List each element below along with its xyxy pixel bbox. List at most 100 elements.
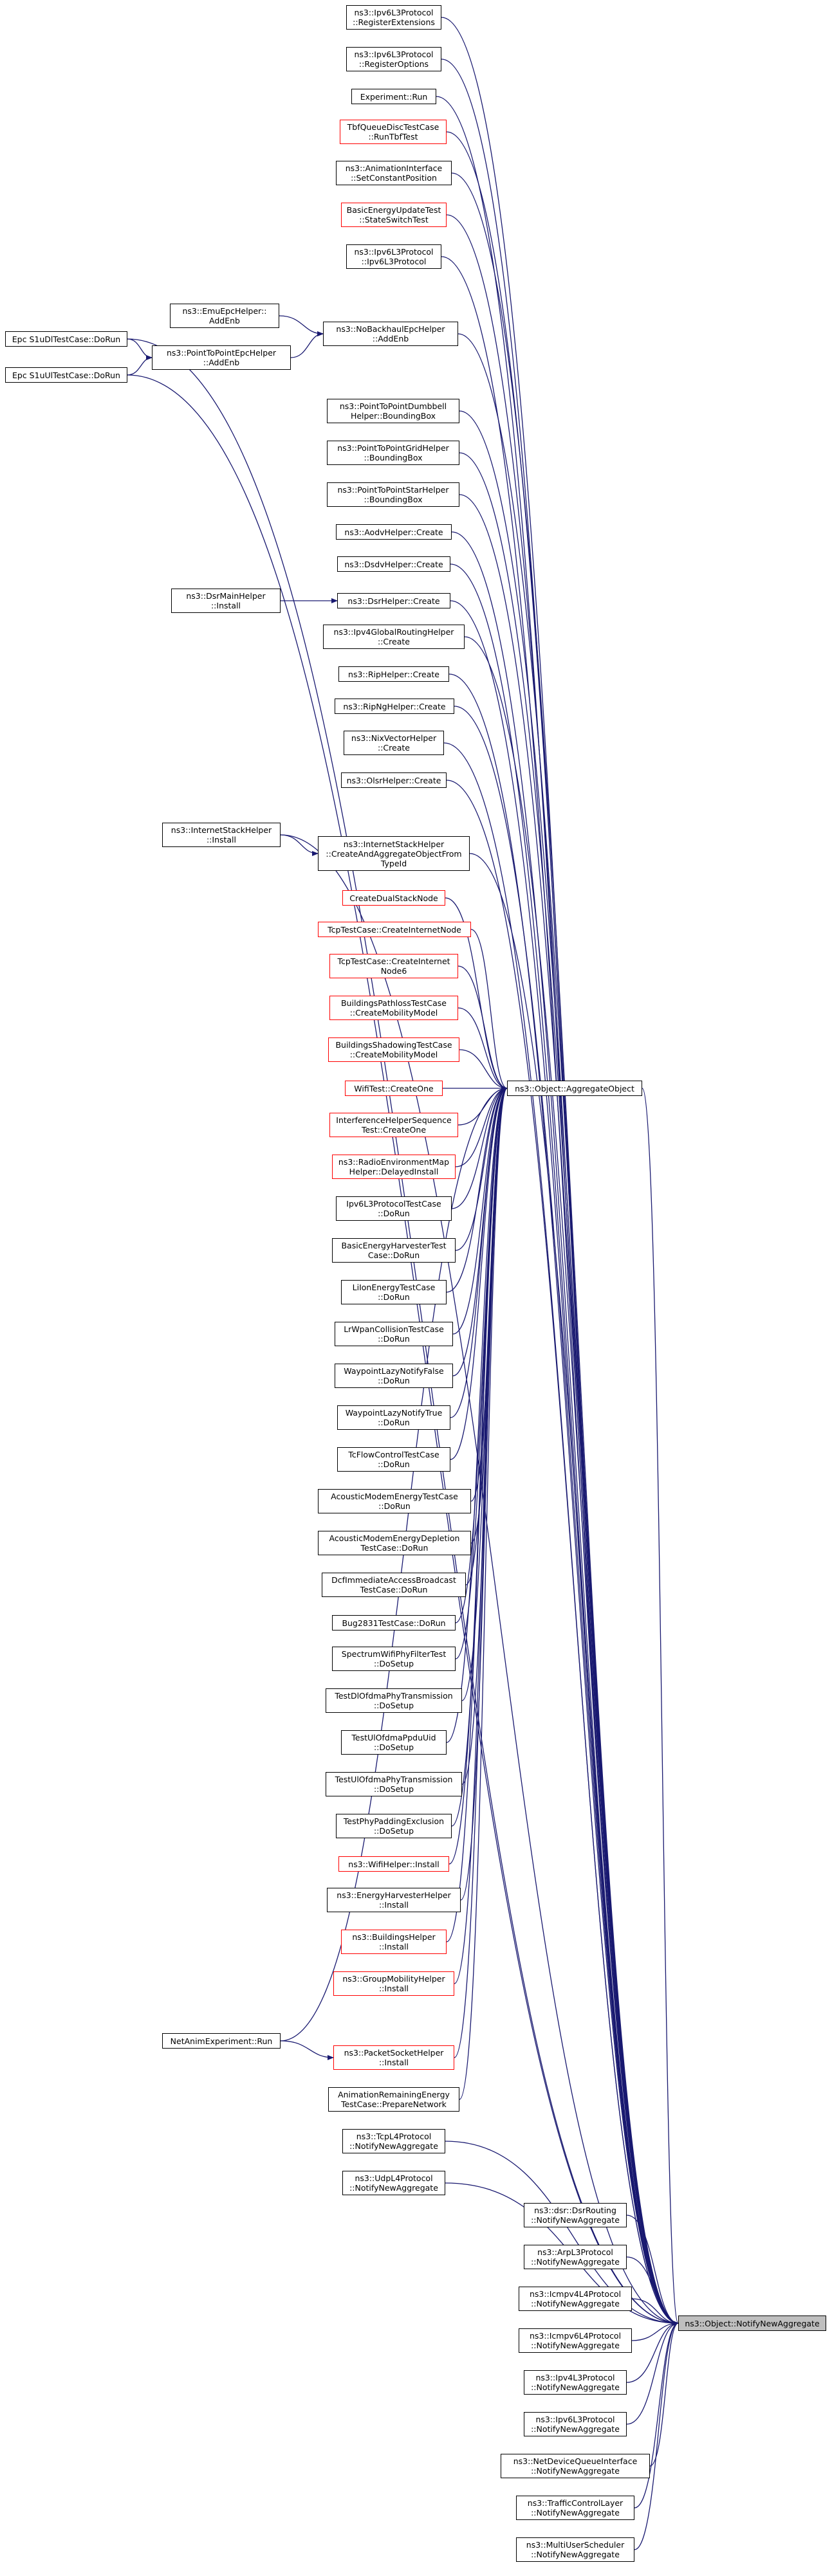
graph-node[interactable]: ns3::NoBackhaulEpcHelper ::AddEnb [323, 322, 458, 346]
call-edge [280, 2040, 334, 2060]
graph-node[interactable]: ns3::WifiHelper::Install [338, 1856, 449, 1872]
graph-node[interactable]: ns3::EmuEpcHelper:: AddEnb [170, 304, 279, 328]
graph-node[interactable]: ns3::BuildingsHelper ::Install [341, 1930, 447, 1954]
call-edge [626, 2256, 679, 2326]
call-edge [441, 256, 679, 2326]
graph-node[interactable]: ns3::DsrHelper::Create [337, 593, 450, 608]
graph-node[interactable]: ns3::Ipv6L3Protocol ::RegisterExtensions [346, 5, 441, 30]
graph-node[interactable]: TestDlOfdmaPhyTransmission ::DoSetup [326, 1688, 462, 1713]
graph-node[interactable]: ns3::OlsrHelper::Create [341, 772, 447, 788]
graph-node[interactable]: TbfQueueDiscTestCase ::RunTbfTest [340, 120, 447, 144]
graph-node[interactable]: SpectrumWifiPhyFilterTest ::DoSetup [332, 1647, 456, 1671]
call-edge [642, 1088, 679, 2326]
graph-node[interactable]: ns3::AodvHelper::Create [336, 524, 452, 540]
graph-node[interactable]: ns3::DsrMainHelper ::Install [171, 589, 281, 613]
graph-node[interactable]: Experiment::Run [351, 89, 436, 104]
graph-node[interactable]: ns3::Icmpv6L4Protocol ::NotifyNewAggrega… [519, 2328, 632, 2353]
graph-node[interactable]: ns3::UdpL4Protocol ::NotifyNewAggregate [342, 2171, 445, 2195]
call-edge [127, 374, 679, 2326]
graph-node[interactable]: NetAnimExperiment::Run [162, 2033, 281, 2049]
graph-node[interactable]: ns3::Object::AggregateObject [507, 1081, 642, 1096]
graph-node[interactable]: ns3::RipHelper::Create [338, 666, 449, 682]
call-edge [634, 2321, 679, 2508]
graph-node[interactable]: ns3::InternetStackHelper ::CreateAndAggr… [318, 836, 470, 871]
graph-node[interactable]: ns3::GroupMobilityHelper ::Install [333, 1971, 454, 1996]
call-edge [127, 355, 153, 376]
graph-node[interactable]: TestUlOfdmaPhyTransmission ::DoSetup [326, 1772, 462, 1796]
call-edge [290, 331, 324, 358]
graph-node[interactable]: ns3::TcpL4Protocol ::NotifyNewAggregate [342, 2129, 445, 2153]
graph-node[interactable]: ns3::DsdvHelper::Create [337, 556, 450, 572]
graph-node[interactable]: AcousticModemEnergyDepletion TestCase::D… [318, 1531, 471, 1555]
call-edge [459, 410, 679, 2326]
graph-node[interactable]: ns3::ArpL3Protocol ::NotifyNewAggregate [524, 2245, 627, 2269]
graph-node[interactable]: ns3::TrafficControlLayer ::NotifyNewAggr… [516, 2496, 634, 2520]
call-edge [280, 1086, 508, 2042]
graph-node[interactable]: TcFlowControlTestCase ::DoRun [337, 1447, 450, 1472]
call-edge [450, 1086, 508, 1418]
graph-node[interactable]: Bug2831TestCase::DoRun [332, 1615, 456, 1631]
graph-node[interactable]: ns3::EnergyHarvesterHelper ::Install [327, 1888, 461, 1912]
graph-node[interactable]: BuildingsPathlossTestCase ::CreateMobili… [329, 996, 458, 1020]
graph-node[interactable]: BasicEnergyHarvesterTest Case::DoRun [332, 1238, 456, 1263]
call-edge [451, 172, 679, 2326]
call-edge [446, 780, 679, 2326]
call-edge [455, 1086, 508, 1167]
graph-node[interactable]: AnimationRemainingEnergy TestCase::Prepa… [328, 2087, 459, 2112]
call-edge [458, 333, 679, 2326]
graph-node[interactable]: ns3::RadioEnvironmentMap Helper::Delayed… [332, 1155, 456, 1179]
call-edge [455, 1086, 508, 1251]
graph-node[interactable]: LiIonEnergyTestCase ::DoRun [341, 1280, 447, 1304]
graph-node[interactable]: ns3::Ipv4L3Protocol ::NotifyNewAggregate [524, 2370, 627, 2395]
graph-node[interactable]: ns3::AnimationInterface ::SetConstantPos… [336, 161, 452, 185]
call-edge [459, 494, 679, 2326]
graph-node[interactable]: ns3::PointToPointGridHelper ::BoundingBo… [327, 441, 459, 465]
graph-node[interactable]: ns3::NetDeviceQueueInterface ::NotifyNew… [501, 2454, 650, 2478]
graph-node[interactable]: WifiTest::CreateOne [345, 1081, 443, 1096]
call-edge [446, 1086, 508, 1743]
graph-node[interactable]: Epc S1uDlTestCase::DoRun [5, 331, 127, 347]
graph-node[interactable]: TestPhyPaddingExclusion ::DoSetup [336, 1814, 452, 1838]
graph-node[interactable]: DcfImmediateAccessBroadcast TestCase::Do… [322, 1573, 466, 1597]
graph-node[interactable]: CreateDualStackNode [342, 890, 445, 906]
graph-node[interactable]: ns3::PointToPointEpcHelper ::AddEnb [152, 345, 291, 370]
call-edge [626, 2321, 679, 2425]
graph-node[interactable]: ns3::RipNgHelper::Create [335, 699, 454, 714]
graph-node[interactable]: WaypointLazyNotifyFalse ::DoRun [335, 1364, 453, 1388]
graph-node[interactable]: ns3::NixVectorHelper ::Create [344, 731, 444, 755]
graph-node[interactable]: ns3::Ipv6L3Protocol ::RegisterOptions [346, 47, 441, 71]
call-edge [451, 1086, 508, 1209]
graph-node[interactable]: TestUlOfdmaPpduUid ::DoSetup [341, 1730, 447, 1755]
graph-node[interactable]: ns3::InternetStackHelper ::Install [162, 823, 281, 847]
call-edge [458, 1007, 508, 1091]
graph-node[interactable]: InterferenceHelperSequence Test::CreateO… [329, 1113, 458, 1137]
graph-node[interactable]: ns3::dsr::DsrRouting ::NotifyNewAggregat… [524, 2203, 627, 2227]
graph-node[interactable]: BuildingsShadowingTestCase ::CreateMobil… [328, 1037, 459, 1062]
graph-node[interactable]: ns3::Ipv6L3Protocol ::Ipv6L3Protocol [346, 244, 441, 269]
graph-node[interactable]: WaypointLazyNotifyTrue ::DoRun [337, 1405, 450, 1430]
graph-node[interactable]: ns3::PacketSocketHelper ::Install [333, 2045, 454, 2070]
graph-node[interactable]: ns3::PointToPointDumbbell Helper::Boundi… [327, 399, 459, 423]
graph-node[interactable]: Epc S1uUlTestCase::DoRun [5, 367, 127, 383]
call-edge [452, 1086, 508, 1335]
call-edge [464, 636, 679, 2326]
graph-node[interactable]: ns3::Ipv6L3Protocol ::NotifyNewAggregate [524, 2412, 627, 2436]
call-edge [626, 2321, 679, 2383]
graph-node[interactable]: ns3::Icmpv4L4Protocol ::NotifyNewAggrega… [519, 2287, 632, 2311]
graph-node[interactable]: BasicEnergyUpdateTest ::StateSwitchTest [341, 203, 447, 227]
graph-node[interactable]: ns3::MultiUserScheduler ::NotifyNewAggre… [516, 2537, 634, 2562]
call-edge [634, 2321, 679, 2550]
graph-node[interactable]: TcpTestCase::CreateInternet Node6 [329, 954, 458, 978]
graph-node[interactable]: ns3::Ipv4GlobalRoutingHelper ::Create [323, 625, 465, 649]
graph-node[interactable]: LrWpanCollisionTestCase ::DoRun [335, 1322, 453, 1346]
graph-node[interactable]: Ipv6L3ProtocolTestCase ::DoRun [336, 1196, 452, 1221]
graph-node[interactable]: AcousticModemEnergyTestCase ::DoRun [318, 1489, 471, 1513]
graph-node[interactable]: TcpTestCase::CreateInternetNode [318, 922, 471, 937]
graph-node[interactable]: ns3::PointToPointStarHelper ::BoundingBo… [327, 482, 459, 507]
call-edge [631, 2298, 679, 2326]
call-edge [446, 1086, 508, 1942]
call-edge [469, 853, 679, 2326]
call-edge [649, 2321, 679, 2467]
